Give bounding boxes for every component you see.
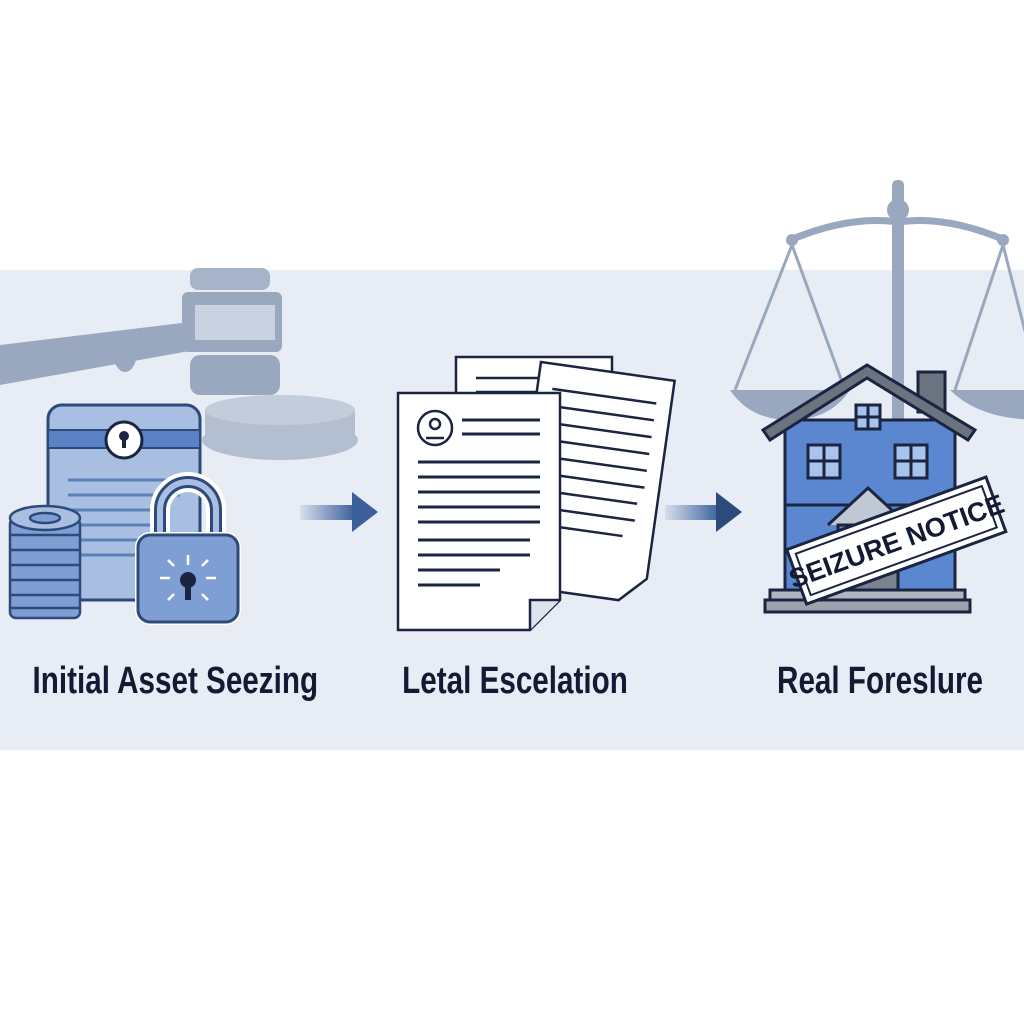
arrow-right-icon — [300, 492, 378, 532]
coin-stack-icon — [8, 504, 82, 620]
scales-of-justice-icon — [730, 180, 1024, 440]
legal-documents-icon — [396, 355, 677, 632]
step-label-real-foreclosure: Real Foreslure — [777, 660, 983, 702]
arrow-right-icon — [665, 492, 742, 532]
step-label-legal-escalation: Letal Escelation — [402, 660, 628, 702]
padlock-icon — [135, 472, 241, 625]
gavel-icon — [0, 268, 358, 460]
step-label-initial-asset-seizing: Initial Asset Seezing — [32, 660, 319, 702]
